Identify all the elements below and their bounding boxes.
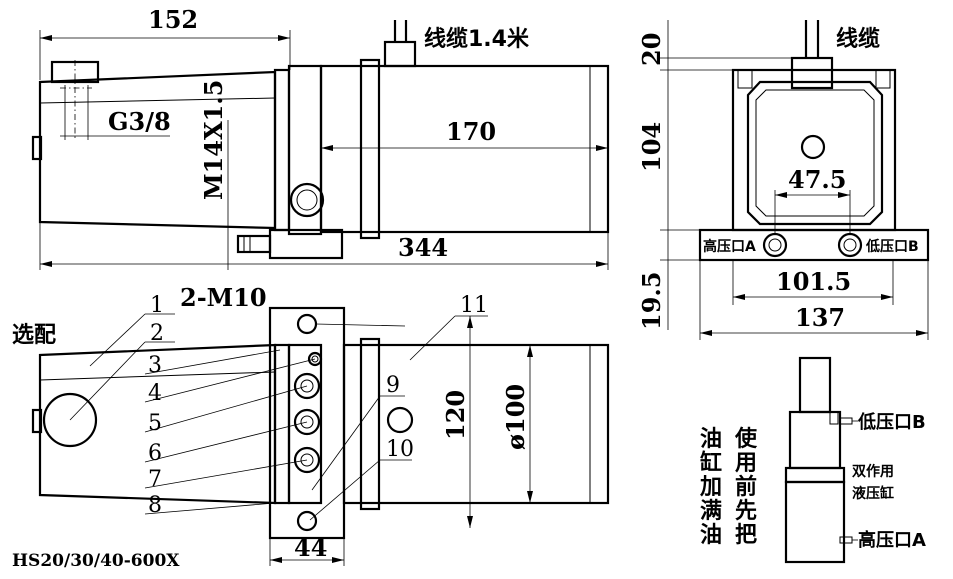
usage-note: 油 缸 加 满 油 使 用 前 先 把 [699,427,758,548]
callout-6: 6 [148,441,162,466]
callout-2: 2 [150,321,164,346]
note-col2-4: 把 [735,522,757,548]
dim-m14: M14X1.5 [199,80,228,200]
dim-170: 170 [446,117,496,146]
note-col2-2: 前 [735,474,757,500]
cyl-port-a: 高压口A [858,529,926,551]
callout-3: 3 [148,353,162,378]
callout-7: 7 [148,467,162,492]
side-view: 线缆 47.5 高压口A 低压口B 20 104 19.5 [637,20,930,340]
cable-label-top: 线缆1.4米 [424,26,530,52]
dim-344: 344 [398,233,448,262]
cyl-label-2: 液压缸 [852,485,894,502]
note-col1-4: 油 [700,523,722,548]
note-col1-0: 油 [700,427,722,452]
note-col2-3: 先 [735,499,757,524]
dim-g38: G3/8 [108,107,171,136]
cyl-label-1: 双作用 [852,463,894,480]
callout-8: 8 [148,493,162,518]
dim-101-5: 101.5 [776,267,851,296]
cylinder-view: 低压口B 高压口A 双作用 液压缸 [784,356,926,564]
dim-20: 20 [637,33,666,66]
port-a-side: 高压口A [703,238,756,255]
dim-dia-100: ø100 [501,384,530,450]
front-view: 2-M10 选配 120 ø100 [12,283,610,571]
dim-120: 120 [441,390,470,440]
optional-label: 选配 [12,323,56,348]
callout-11: 11 [460,293,488,318]
dim-137: 137 [795,303,845,332]
label-2-m10: 2-M10 [180,283,267,312]
callout-4: 4 [148,381,162,406]
port-b-side: 低压口B [865,238,919,255]
callout-10: 10 [386,437,414,462]
dim-19-5: 19.5 [637,272,666,330]
top-view: 152 G3/8 M14X1.5 线缆1.4米 170 [31,5,610,270]
cable-label-side: 线缆 [836,26,880,52]
cyl-port-b: 低压口B [857,411,926,433]
callout-1: 1 [150,293,164,318]
model-number: HS20/30/40-600X [12,551,180,571]
note-col2-0: 使 [734,427,758,452]
dim-47-5: 47.5 [788,165,846,194]
note-col1-1: 缸 [700,450,722,476]
dim-152: 152 [148,5,198,34]
dim-104: 104 [637,122,666,172]
note-col1-3: 满 [700,499,722,524]
dim-44: 44 [294,533,327,562]
callout-9: 9 [386,373,400,398]
callout-5: 5 [148,411,162,436]
note-col1-2: 加 [699,475,722,500]
note-col2-1: 用 [735,451,757,476]
